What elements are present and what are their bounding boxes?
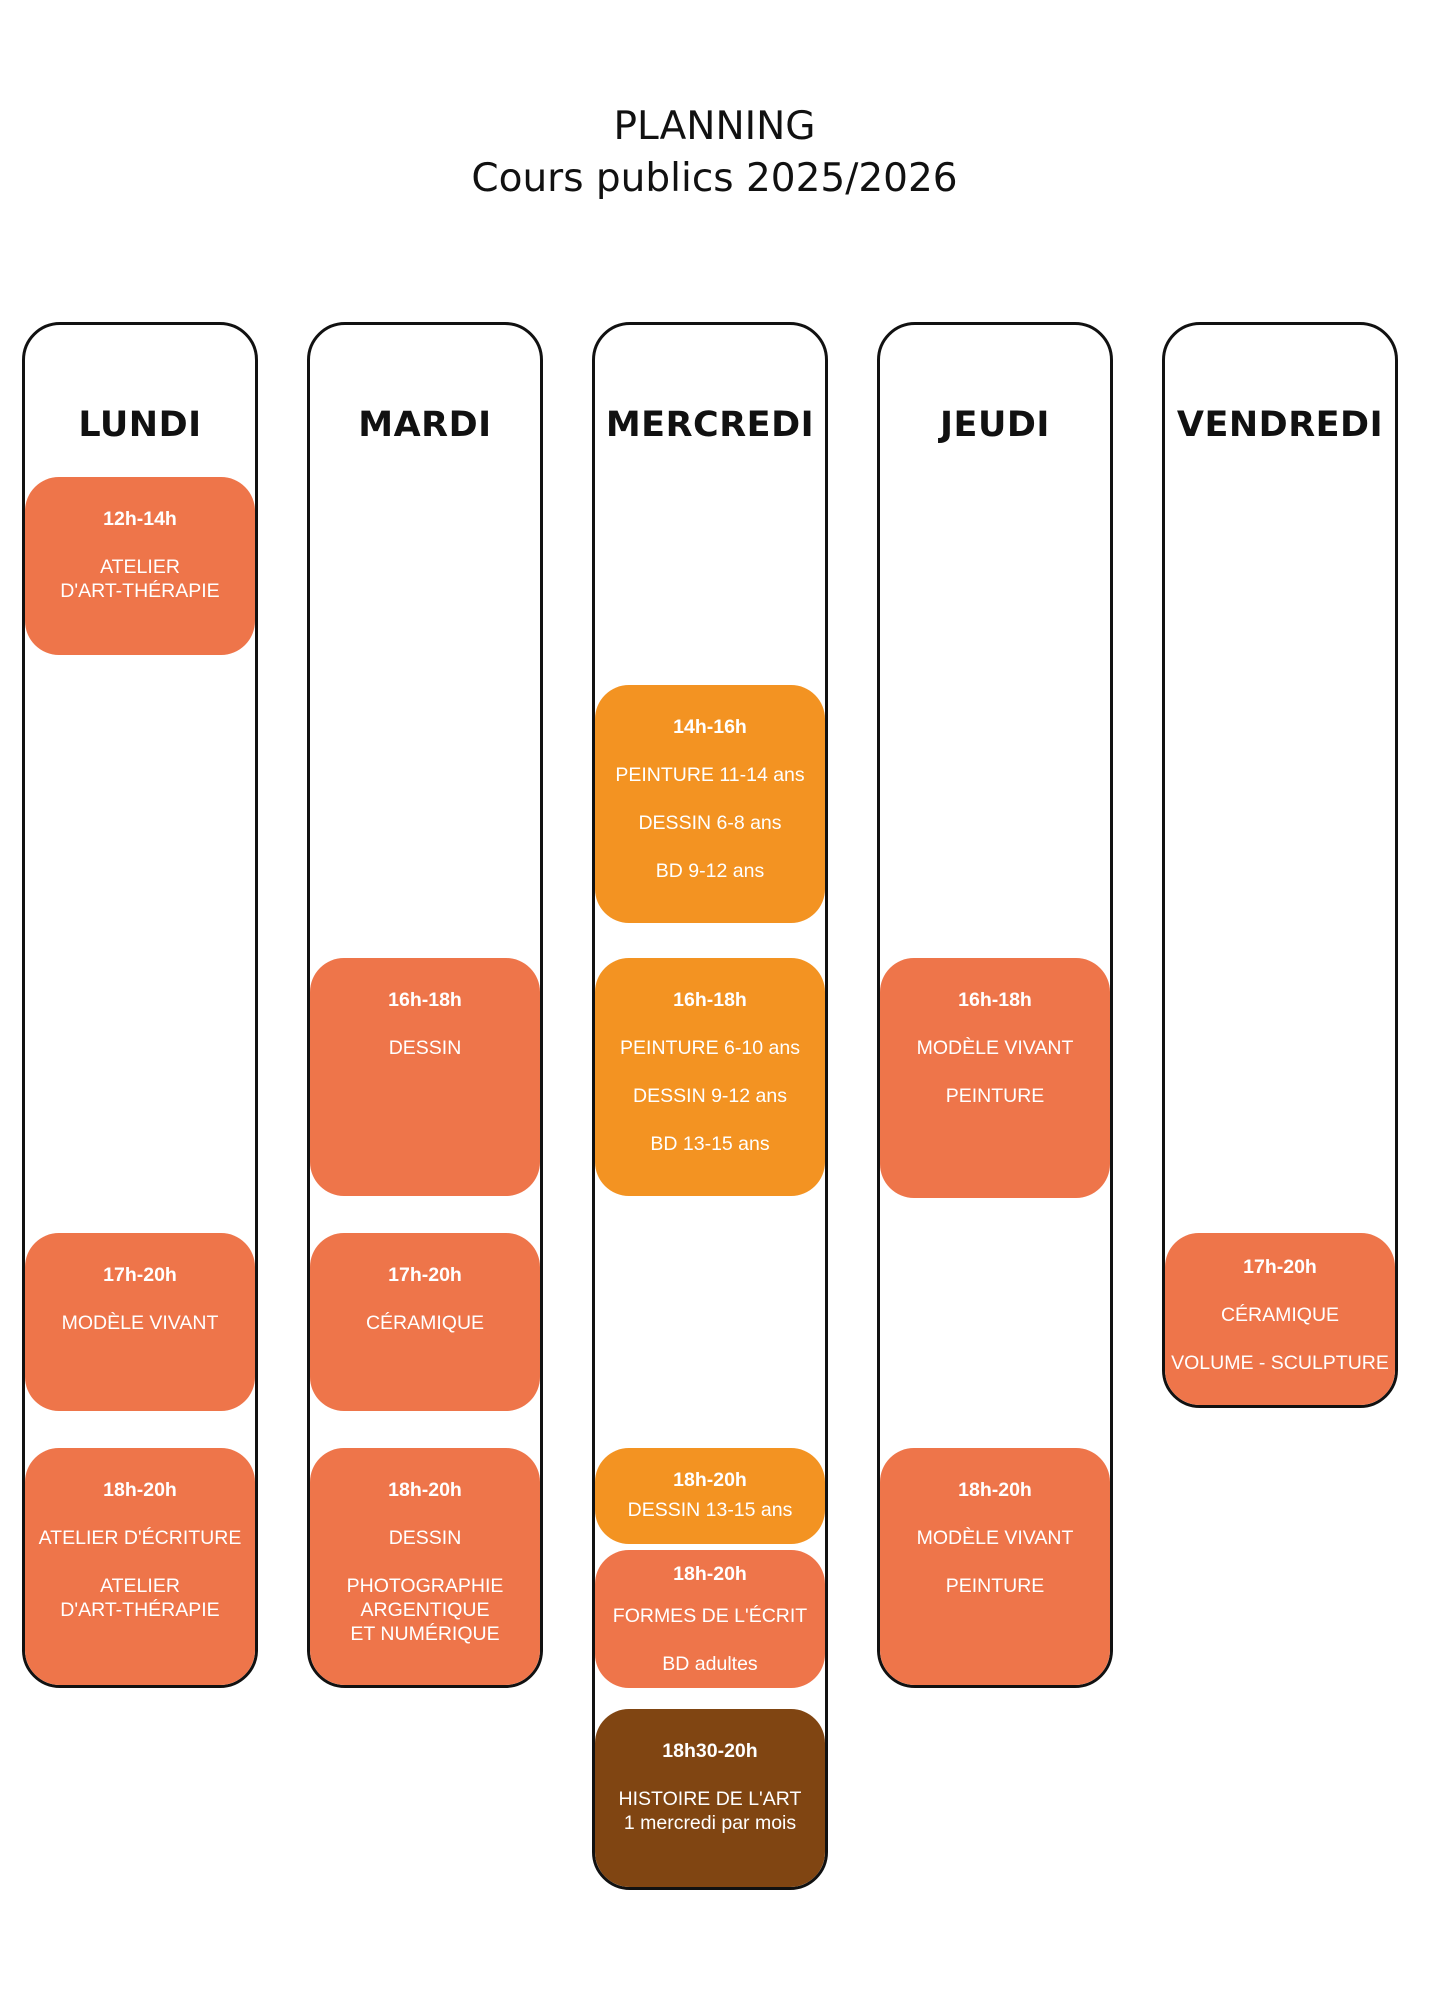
course-name: MODÈLE VIVANT — [916, 1037, 1074, 1059]
course-time: 16h-18h — [673, 989, 747, 1011]
page-title: PLANNING — [613, 104, 816, 149]
course-name: DESSIN 13-15 ans — [627, 1499, 793, 1521]
course-time: 17h-20h — [388, 1264, 462, 1286]
course-name: PEINTURE 6-10 ans — [620, 1037, 800, 1059]
course-name: BD 9-12 ans — [655, 860, 765, 882]
course-time: 14h-16h — [673, 716, 747, 738]
course-name: DESSIN 9-12 ans — [633, 1085, 787, 1107]
course-time: 12h-14h — [103, 508, 177, 530]
course-name: ATELIER D'ART-THÉRAPIE — [60, 1575, 220, 1621]
course-name: CÉRAMIQUE — [1220, 1304, 1340, 1326]
course-name: DESSIN 6-8 ans — [638, 812, 782, 834]
day-heading: VENDREDI — [1176, 405, 1384, 445]
course-time: 17h-20h — [103, 1264, 177, 1286]
course-time: 18h30-20h — [662, 1740, 758, 1762]
course-time: 16h-18h — [388, 989, 462, 1011]
course-name: PEINTURE — [945, 1575, 1045, 1597]
page-subtitle: Cours publics 2025/2026 — [471, 156, 958, 201]
course-name: CÉRAMIQUE — [365, 1312, 485, 1334]
course-time: 16h-18h — [958, 989, 1032, 1011]
course-name: PEINTURE 11-14 ans — [615, 764, 805, 786]
course-name: PHOTOGRAPHIE ARGENTIQUE ET NUMÉRIQUE — [346, 1575, 504, 1645]
course-name: DESSIN — [388, 1527, 462, 1549]
day-heading: MARDI — [358, 405, 492, 445]
course-time: 18h-20h — [103, 1479, 177, 1501]
course-time: 18h-20h — [388, 1479, 462, 1501]
course-name: BD 13-15 ans — [650, 1133, 770, 1155]
course-name: DESSIN — [388, 1037, 462, 1059]
course-name: MODÈLE VIVANT — [61, 1312, 219, 1334]
course-name: HISTOIRE DE L'ART 1 mercredi par mois — [618, 1788, 802, 1834]
day-heading: MERCREDI — [605, 405, 815, 445]
day-heading: JEUDI — [940, 405, 1050, 445]
course-name: ATELIER D'ART-THÉRAPIE — [60, 556, 220, 602]
course-name: PEINTURE — [945, 1085, 1045, 1107]
course-time: 18h-20h — [673, 1469, 747, 1491]
course-time: 18h-20h — [673, 1563, 747, 1585]
course-name: MODÈLE VIVANT — [916, 1527, 1074, 1549]
course-name: BD adultes — [662, 1653, 758, 1675]
day-heading: LUNDI — [78, 405, 202, 445]
course-time: 17h-20h — [1243, 1256, 1317, 1278]
course-name: FORMES DE L'ÉCRIT — [612, 1605, 808, 1627]
course-time: 18h-20h — [958, 1479, 1032, 1501]
course-name: VOLUME - SCULPTURE — [1171, 1352, 1389, 1374]
course-name: ATELIER D'ÉCRITURE — [38, 1527, 242, 1549]
